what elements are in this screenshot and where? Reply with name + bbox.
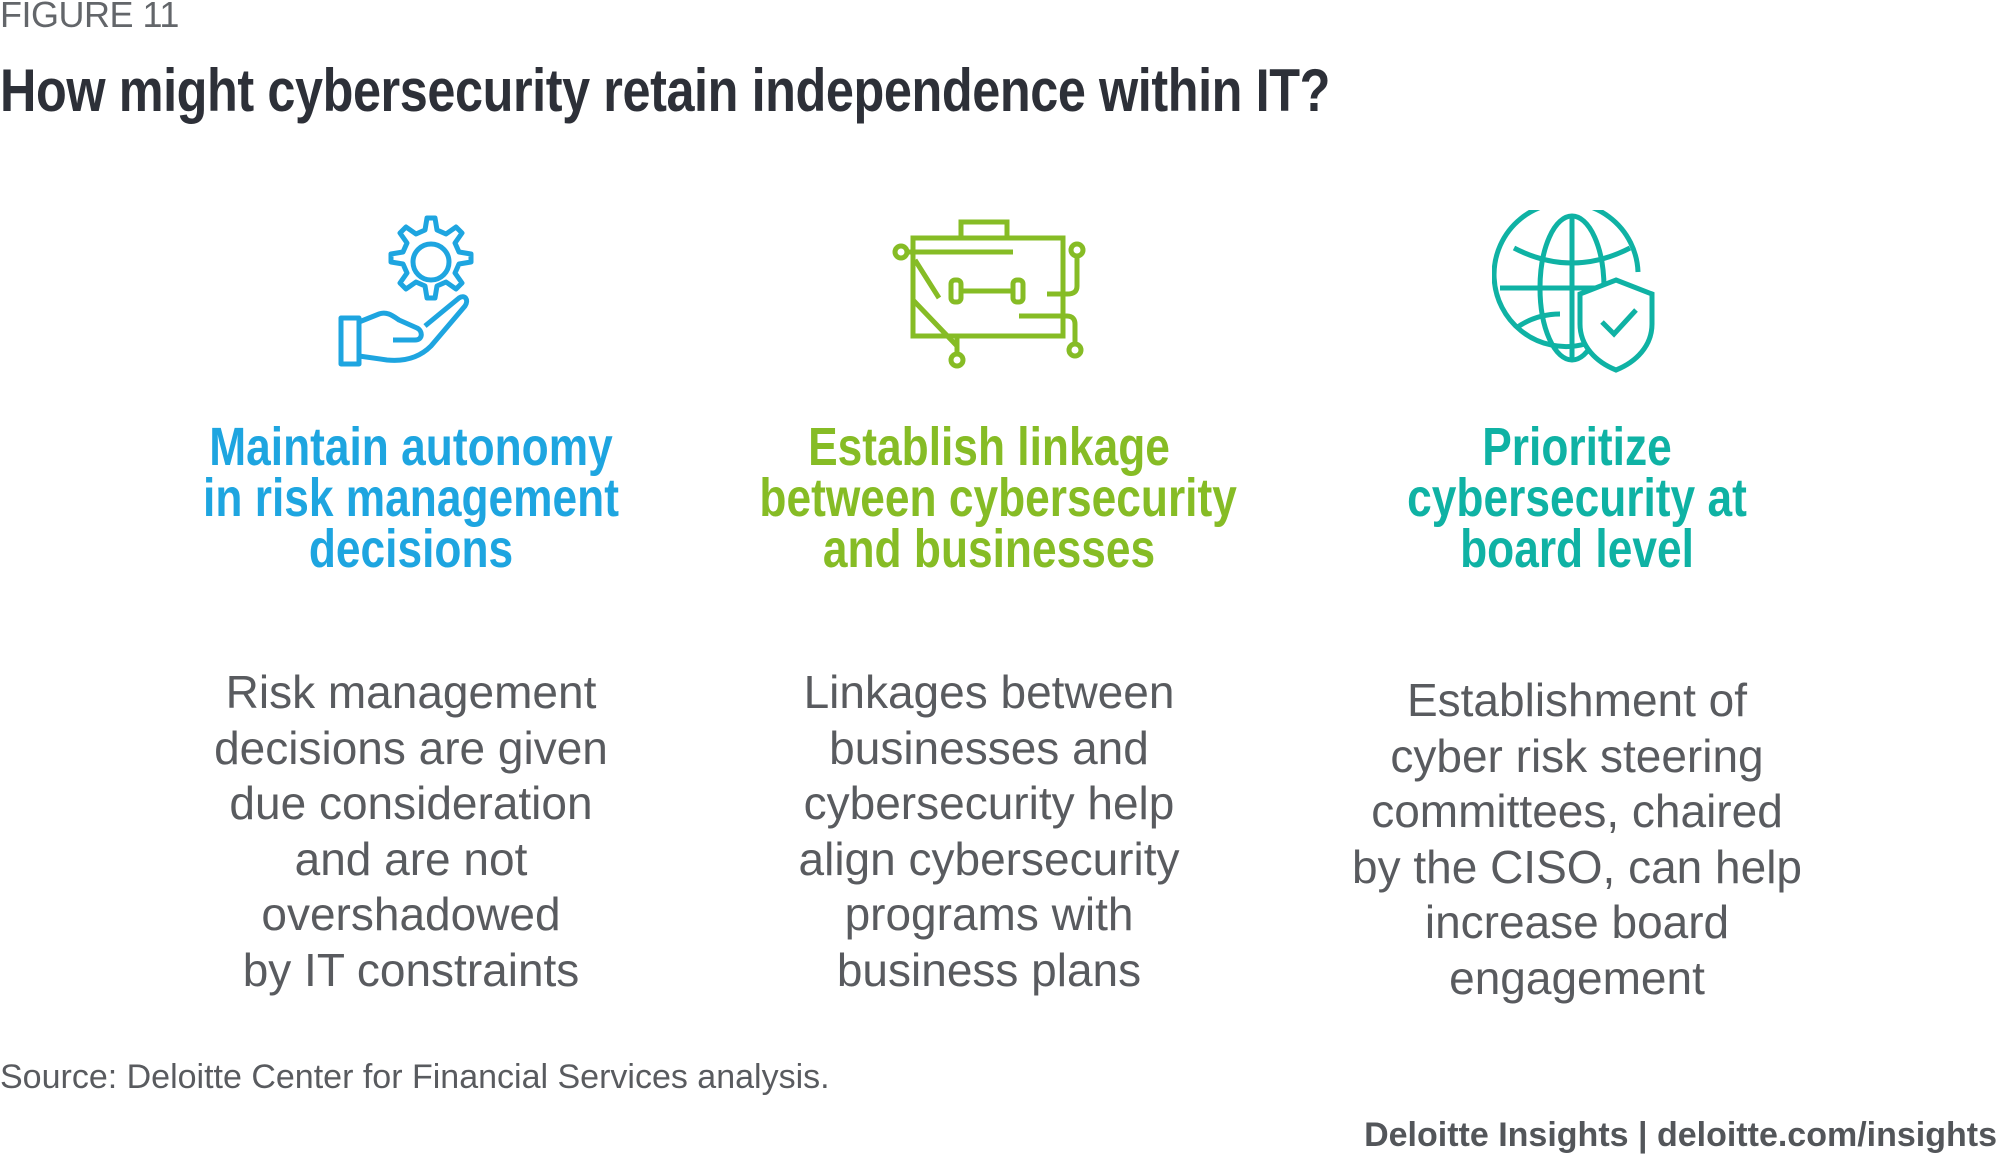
description-line: cyber risk steering [1390,729,1764,782]
description-line: by IT constraints [242,943,580,996]
circuit-briefcase-icon [709,210,1269,380]
heading-line: board level [1460,519,1694,579]
footer-credit: Deloitte Insights | deloitte.com/insight… [1364,1116,1997,1154]
column-description: Risk management decisions are given due … [131,665,691,999]
column-heading: Prioritize cybersecurity at board level [1347,417,1806,579]
column-autonomy: Maintain autonomy in risk management dec… [131,210,691,996]
description-line: by the CISO, can help [1351,840,1803,893]
column-board-level: Prioritize cybersecurity at board level … [1297,210,1857,1004]
description-line: Risk management [225,666,597,718]
heading-line: cybersecurity at [1407,468,1747,528]
description-line: and are not [294,832,528,885]
description-line: committees, chaired [1371,785,1783,838]
column-heading: Establish linkage between cybersecurity … [759,417,1237,579]
description-line: Establishment of [1406,674,1748,726]
description-line: programs with [844,888,1134,941]
heading-line: Maintain autonomy [209,417,613,477]
heading-line: Establish linkage [808,417,1170,477]
globe-shield-icon [1297,210,1857,380]
description-line: businesses and [829,721,1149,774]
description-line: business plans [836,943,1142,996]
description-line: Linkages between [803,666,1175,718]
hand-gear-icon [131,210,691,380]
column-heading: Maintain autonomy in risk management dec… [181,417,640,579]
heading-line: in risk management [203,468,619,528]
description-line: increase board [1424,896,1730,949]
description-line: decisions are given [214,721,608,774]
description-line: cybersecurity help [803,777,1175,830]
description-line: overshadowed [261,888,561,941]
heading-line: between cybersecurity [759,468,1237,528]
description-line: due consideration [229,777,593,830]
description-line: align cybersecurity [798,832,1180,885]
column-linkage: Establish linkage between cybersecurity … [709,210,1269,996]
heading-line: Prioritize [1482,417,1672,477]
description-line: engagement [1449,951,1705,1004]
heading-line: decisions [308,519,514,579]
column-description: Establishment of cyber risk steering com… [1297,673,1857,1007]
figure-label: FIGURE 11 [0,0,179,35]
column-description: Linkages between businesses and cybersec… [709,665,1269,999]
heading-line: and businesses [822,519,1156,579]
page-title: How might cybersecurity retain independe… [0,57,1330,124]
source-note: Source: Deloitte Center for Financial Se… [0,1058,830,1096]
